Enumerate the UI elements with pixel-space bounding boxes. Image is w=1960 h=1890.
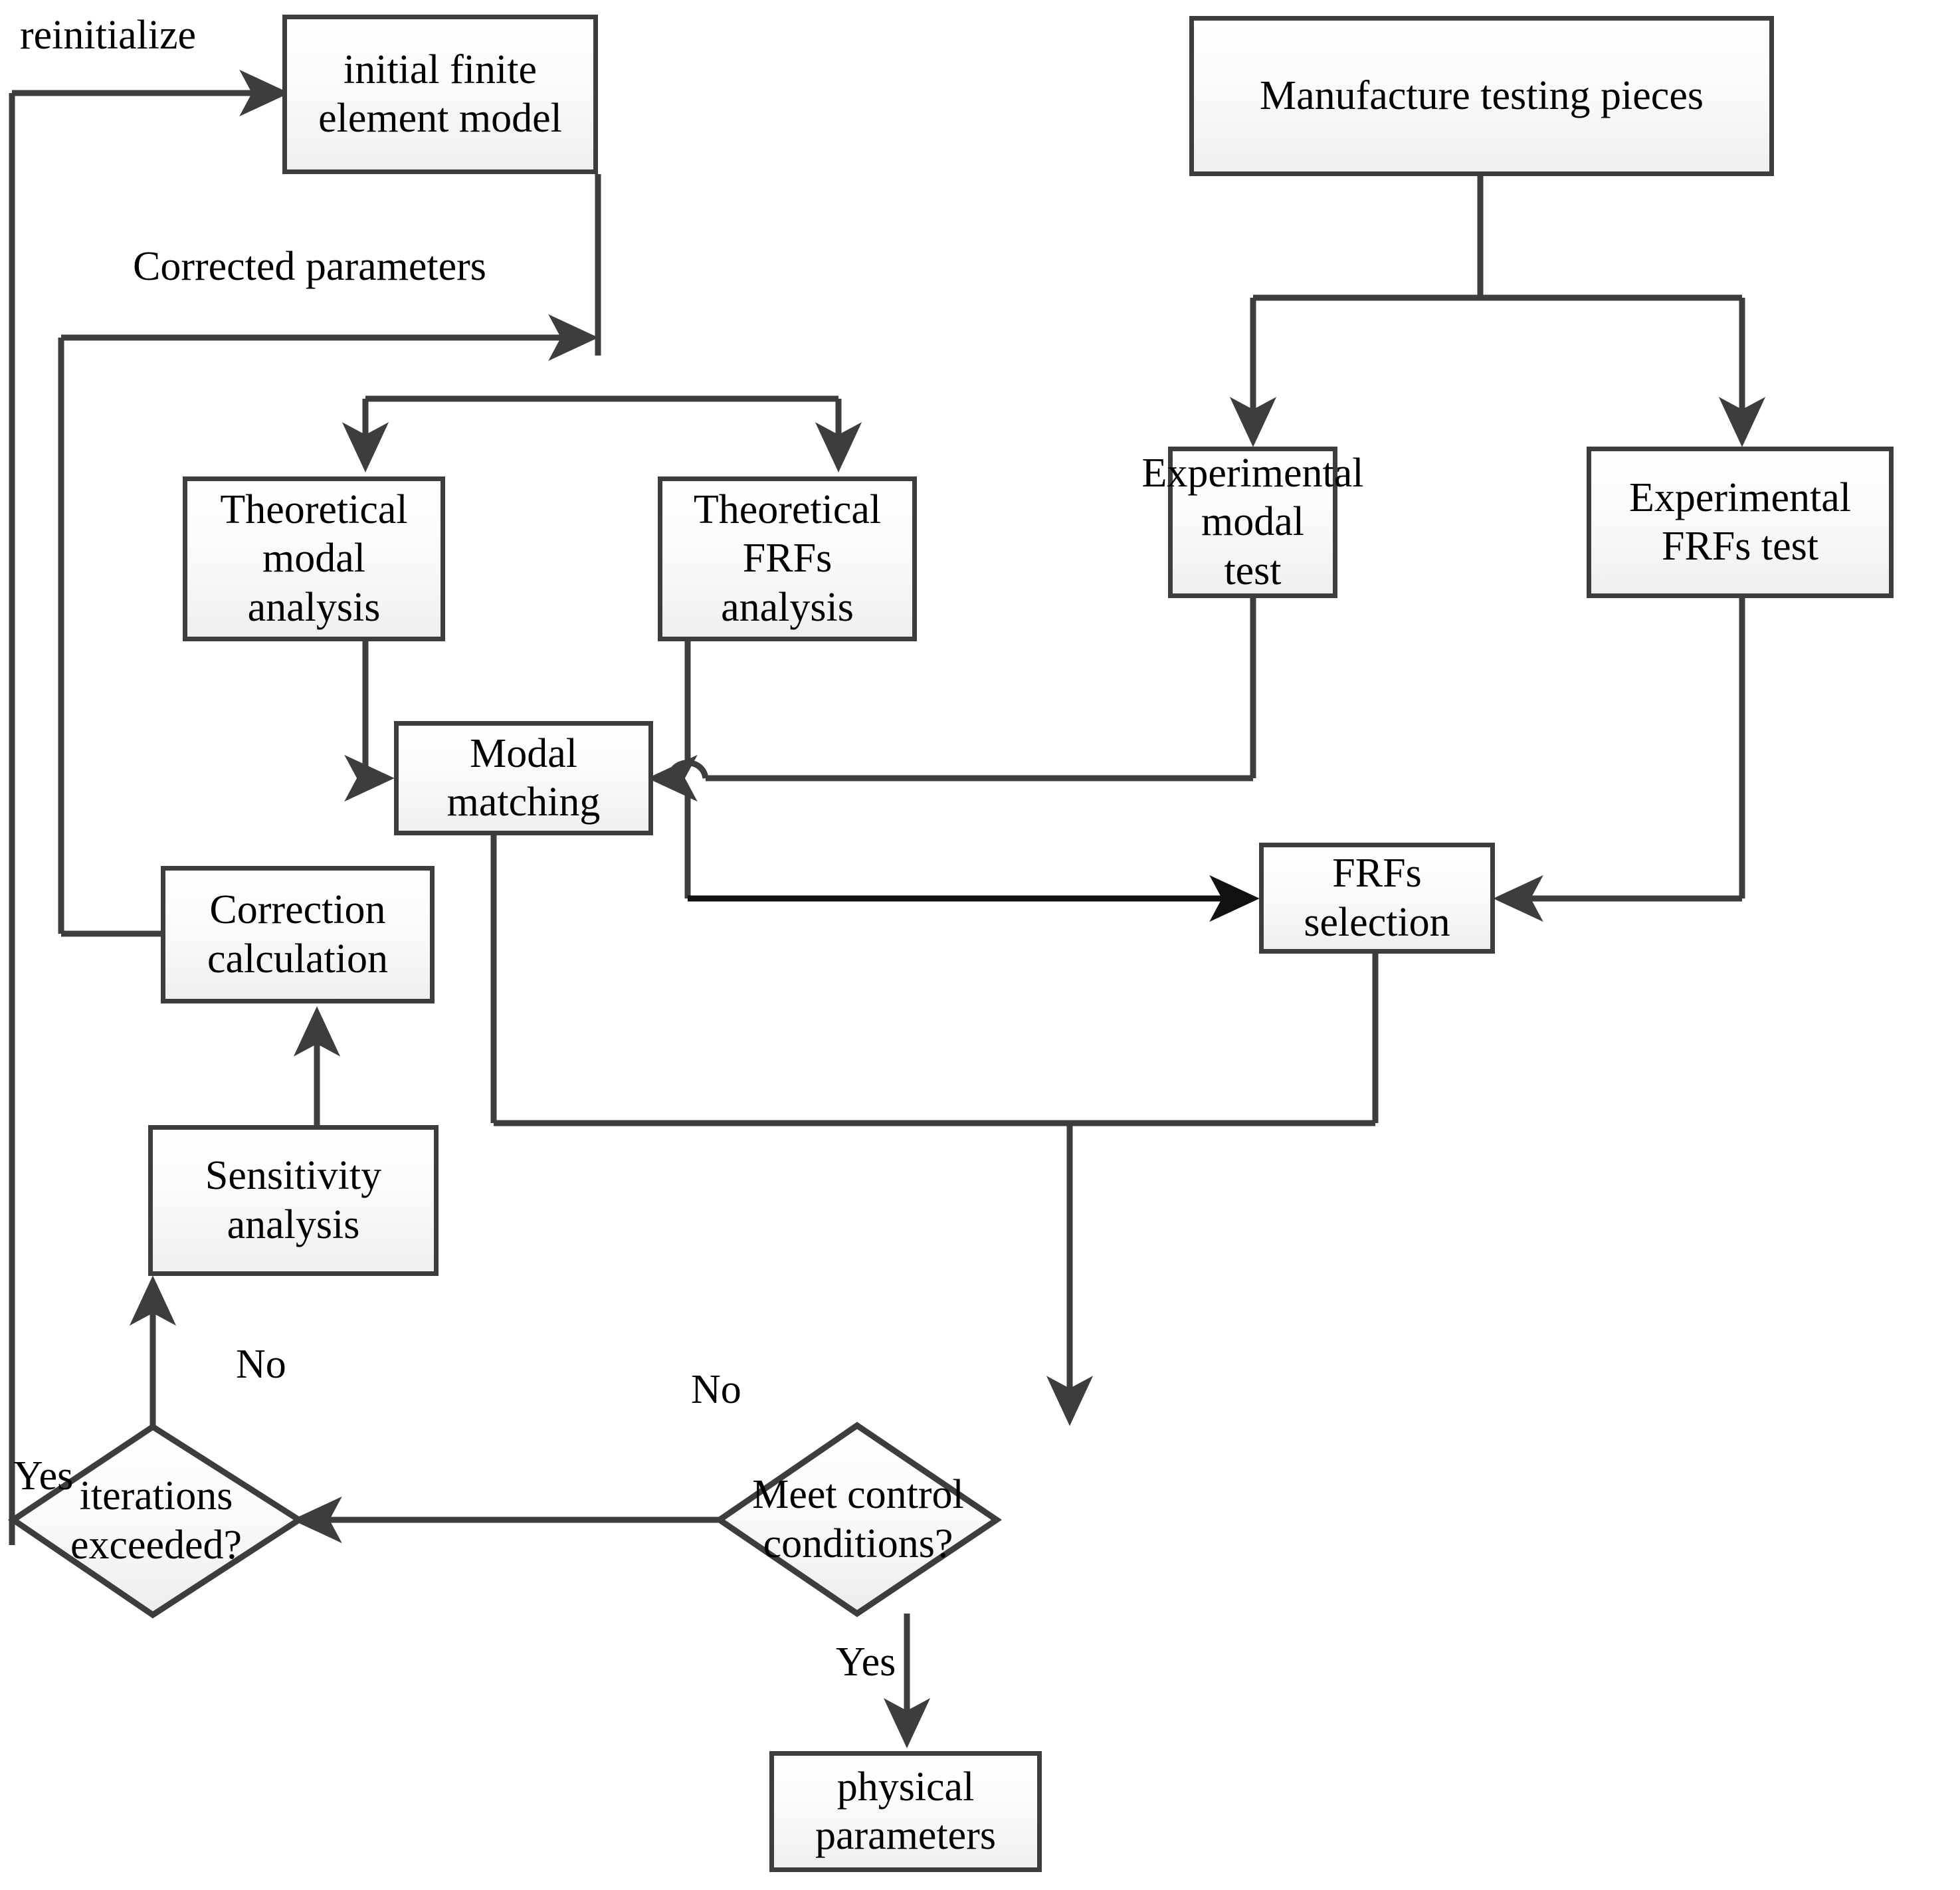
node-correction-calculation-line2: calculation — [207, 936, 388, 982]
edge-label-corrected-parameters: Corrected parameters — [133, 244, 486, 289]
node-sensitivity-analysis-line2: analysis — [227, 1202, 360, 1247]
node-theoretical-modal-line1: Theoretical — [220, 487, 408, 533]
wire-hop-arc — [666, 760, 709, 780]
node-theoretical-modal[interactable]: Theoretical modal analysis — [183, 476, 445, 641]
edge-label-yes-to-reinitialize: Yes — [13, 1453, 74, 1499]
node-manufacture-pieces-label: Manufacture testing pieces — [1260, 72, 1704, 118]
node-sensitivity-analysis[interactable]: Sensitivity analysis — [148, 1125, 439, 1276]
node-theoretical-frfs-line2: analysis — [721, 584, 854, 630]
shape-iterations-exceeded — [7, 1423, 305, 1619]
node-experimental-modal-test-line2: modal test — [1201, 499, 1304, 593]
node-modal-matching-label: Modal matching — [446, 730, 601, 825]
node-frfs-selection[interactable]: FRFs selection — [1259, 843, 1495, 954]
node-physical-parameters-label: physical parameters — [815, 1764, 996, 1858]
node-physical-parameters[interactable]: physical parameters — [769, 1751, 1042, 1872]
node-initial-fe-model-label: initial finite element model — [318, 47, 562, 141]
node-theoretical-frfs[interactable]: Theoretical FRFs analysis — [658, 476, 917, 641]
node-theoretical-modal-line2: modal analysis — [247, 536, 381, 630]
node-sensitivity-analysis-line1: Sensitivity — [205, 1153, 382, 1199]
node-correction-calculation-line1: Correction — [209, 887, 386, 933]
node-experimental-frfs-test-line2: FRFs test — [1661, 524, 1819, 569]
node-experimental-modal-test[interactable]: Experimental modal test — [1142, 447, 1364, 598]
edge-label-reinitialize: reinitialize — [20, 13, 197, 58]
node-experimental-modal-test-line1: Experimental — [1141, 451, 1364, 496]
node-correction-calculation[interactable]: Correction calculation — [161, 866, 435, 1003]
edge-label-yes-to-physical: Yes — [836, 1639, 896, 1685]
node-frfs-selection-label: FRFs selection — [1304, 851, 1450, 945]
node-modal-matching[interactable]: Modal matching — [394, 721, 653, 835]
node-experimental-frfs-test-line1: Experimental — [1629, 474, 1851, 520]
shape-meet-control-conditions — [714, 1421, 1003, 1618]
node-theoretical-frfs-line1: Theoretical FRFs — [693, 487, 882, 581]
node-initial-fe-model[interactable]: initial finite element model — [282, 15, 598, 174]
edge-label-no-to-iterations: No — [691, 1367, 741, 1412]
edge-label-no-to-sensitivity: No — [236, 1342, 286, 1387]
node-experimental-frfs-test[interactable]: Experimental FRFs test — [1587, 447, 1894, 598]
node-manufacture-pieces[interactable]: Manufacture testing pieces — [1189, 16, 1774, 176]
